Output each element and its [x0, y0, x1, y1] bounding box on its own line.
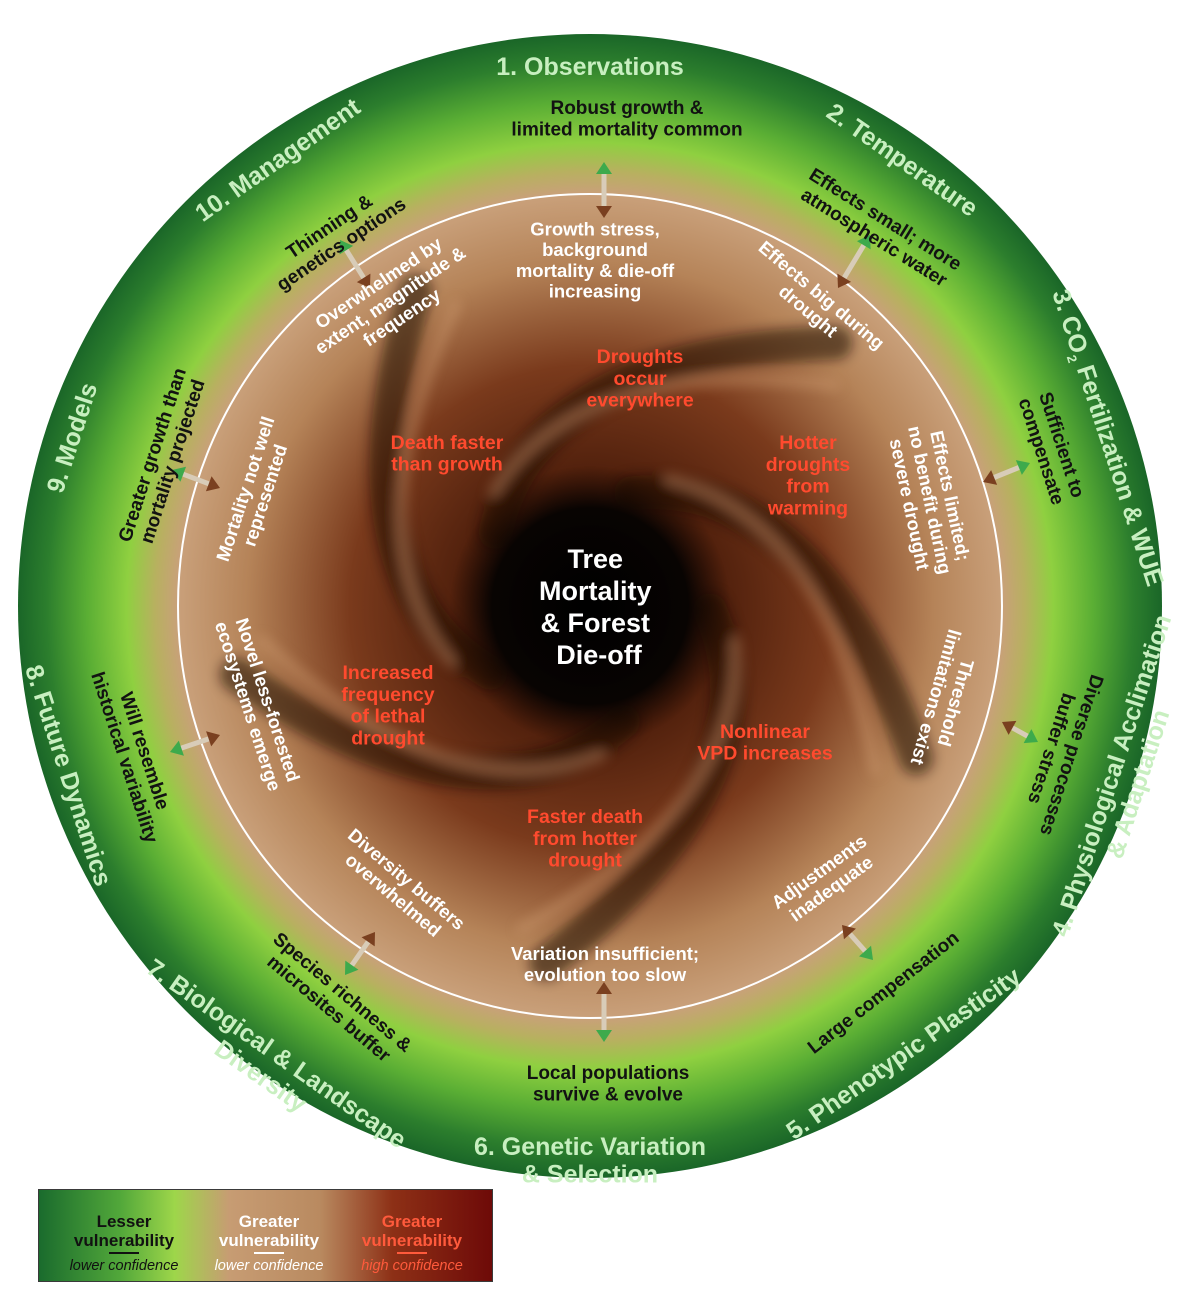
high-confidence-text-line: drought — [351, 728, 425, 750]
lesser-vulnerability-text-line: limited mortality common — [511, 119, 742, 140]
center-core — [450, 466, 730, 746]
double-arrow-icon — [339, 240, 371, 288]
high-confidence-text-line: everywhere — [586, 390, 693, 412]
sector-title-1: 1. Observations — [496, 53, 684, 81]
high-confidence-text-line: Droughts — [597, 346, 684, 368]
double-arrow-icon — [170, 731, 220, 756]
lesser-vulnerability-text-line: Robust growth & — [550, 98, 703, 119]
legend: Lesser vulnerability lower confidence Gr… — [38, 1189, 493, 1282]
legend-greater-word: vulnerability — [218, 1231, 320, 1250]
greater-vulnerability-text-line: increasing — [549, 281, 642, 302]
legend-high-title: Greater — [381, 1212, 443, 1231]
greater-vulnerability-text-line: background — [542, 239, 648, 260]
double-arrow-icon — [172, 466, 221, 492]
high-confidence-text-line: droughts — [766, 454, 851, 476]
high-confidence-text-line: VPD increases — [697, 743, 833, 765]
swirl-pattern — [219, 274, 934, 981]
inner-divider-ring — [177, 193, 1003, 1019]
high-confidence-text-line: frequency — [341, 684, 434, 706]
legend-high-word: vulnerability — [361, 1231, 463, 1250]
lesser-vulnerability-text: Robust growth &limited mortality common — [511, 98, 742, 140]
high-confidence-text-line: Increased — [342, 662, 433, 684]
legend-lesser-title: Lesser — [96, 1212, 152, 1231]
high-confidence-text-line: Nonlinear — [720, 721, 810, 743]
legend-lesser: Lesser vulnerability lower confidence — [53, 1212, 195, 1276]
sector-title-line: 6. Genetic Variation — [474, 1133, 706, 1161]
greater-vulnerability-text-line: mortality & die-off — [516, 260, 675, 281]
high-confidence-text-line: Hotter — [779, 432, 837, 454]
high-confidence-text-line: from — [786, 476, 829, 498]
high-confidence-text-line: of lethal — [351, 706, 426, 728]
greater-vulnerability-text-line: Variation insufficient; — [511, 943, 699, 964]
lesser-vulnerability-text-line: survive & evolve — [533, 1084, 683, 1105]
sector-title-line: 1. Observations — [496, 53, 684, 81]
high-confidence-text-line: from hotter — [533, 828, 637, 850]
lesser-vulnerability-text-line: Local populations — [527, 1063, 690, 1084]
legend-high: Greater vulnerability high confidence — [342, 1212, 482, 1276]
double-arrow-icon — [596, 162, 612, 218]
high-confidence-text-line: Death faster — [391, 432, 504, 454]
double-arrow-icon — [1002, 720, 1038, 744]
legend-greater-conf: lower confidence — [214, 1258, 324, 1274]
sector-title-6: 6. Genetic Variation& Selection — [474, 1133, 706, 1189]
greater-vulnerability-text: Variation insufficient;evolution too slo… — [511, 943, 699, 985]
legend-lesser-word: vulnerability — [73, 1231, 175, 1250]
legend-high-conf: high confidence — [361, 1258, 463, 1274]
high-confidence-text-line: drought — [548, 850, 622, 872]
double-arrow-icon — [982, 460, 1030, 485]
high-confidence-text-line: than growth — [391, 454, 503, 476]
greater-vulnerability-text-line: evolution too slow — [524, 964, 687, 985]
legend-greater: Greater vulnerability lower confidence — [199, 1212, 339, 1276]
legend-lesser-conf: lower confidence — [69, 1258, 179, 1274]
legend-greater-title: Greater — [238, 1212, 300, 1231]
greater-vulnerability-text-line: Growth stress, — [530, 218, 660, 239]
double-arrow-icon — [837, 235, 871, 289]
double-arrow-icon — [842, 924, 873, 960]
high-confidence-text-line: warming — [767, 498, 848, 520]
high-confidence-text-line: Faster death — [527, 806, 643, 828]
double-arrow-icon — [596, 982, 612, 1042]
greater-vulnerability-text: Effects limited;no benefit duringsevere … — [886, 424, 975, 576]
double-arrow-icon — [345, 931, 376, 975]
sector-title-line: & Selection — [522, 1160, 658, 1188]
high-confidence-text-line: occur — [613, 368, 667, 390]
center-title: Tree Mortality & Forest Die-off — [539, 544, 659, 670]
